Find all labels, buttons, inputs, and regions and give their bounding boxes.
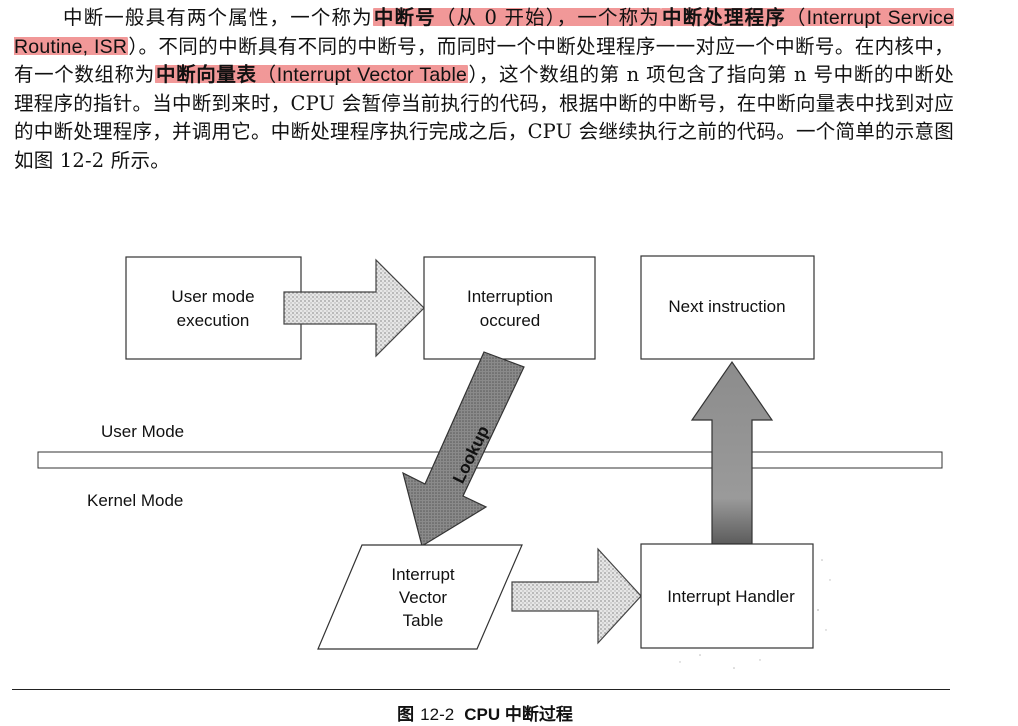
interruption-line-2: occured xyxy=(480,311,540,330)
ivt-line-3: Table xyxy=(403,611,444,630)
highlight-ivt: 中断向量表（Interrupt Vector Table xyxy=(154,63,469,87)
ivt-line-2: Vector xyxy=(399,588,448,607)
kernel-mode-label: Kernel Mode xyxy=(87,491,183,510)
term-isr: 中断处理程序 xyxy=(661,6,786,29)
interrupt-vector-table-box: Interrupt Vector Table xyxy=(317,544,523,650)
mode-divider xyxy=(37,451,943,469)
lookup-arrow: Lookup xyxy=(402,351,525,547)
user-mode-label: User Mode xyxy=(101,422,184,441)
scan-noise xyxy=(679,559,831,669)
arrow-up-icon xyxy=(690,360,774,545)
para-text-6: ），这个数组的第 n 项包含了指向第 n 号中断的中断处理程序的指针。当中断到来… xyxy=(14,63,955,172)
highlight-interrupt-number: 中断号（从 0 开始），一个称为 xyxy=(372,6,661,29)
arrow-right-icon xyxy=(511,547,642,645)
caption-prefix: 图 xyxy=(397,705,415,724)
interrupt-handler-box: Interrupt Handler xyxy=(640,543,814,649)
figure-caption: 图 12-2 CPU 中断过程 xyxy=(0,700,970,725)
caption-rule xyxy=(12,689,950,690)
isr-english: Interrupt Service Routine, ISR xyxy=(14,7,955,58)
para-text-5: （ xyxy=(256,63,277,87)
interruption-occured-box: Interruption occured xyxy=(423,256,596,360)
caption-number: 12-2 xyxy=(420,705,455,724)
ivt-english: Interrupt Vector Table xyxy=(276,64,468,87)
user-mode-line-2: execution xyxy=(177,311,250,330)
user-mode-execution-box: User mode execution xyxy=(125,256,302,360)
term-ivt: 中断向量表 xyxy=(155,63,257,87)
caption-title: CPU 中断过程 xyxy=(464,705,573,724)
body-paragraph: 中断一般具有两个属性，一个称为中断号（从 0 开始），一个称为中断处理程序（In… xyxy=(14,4,955,176)
para-text-4: ）。不同的中断具有不同的中断号，而同时一个中断处理程序一一对应一个中断号。在内核… xyxy=(14,34,954,87)
user-mode-line-1: User mode xyxy=(171,287,254,306)
para-text-3: （ xyxy=(785,6,807,29)
next-instruction-box: Next instruction xyxy=(640,255,815,360)
arrow-right-icon xyxy=(283,258,425,358)
interruption-line-1: Interruption xyxy=(467,287,553,306)
ivt-line-1: Interrupt xyxy=(391,565,455,584)
term-interrupt-number: 中断号 xyxy=(373,6,436,29)
para-text-2: （从 0 开始），一个称为 xyxy=(435,6,660,29)
next-instruction-label: Next instruction xyxy=(668,297,785,316)
para-text-1: 中断一般具有两个属性，一个称为 xyxy=(62,6,373,29)
interrupt-handler-label: Interrupt Handler xyxy=(667,587,795,606)
